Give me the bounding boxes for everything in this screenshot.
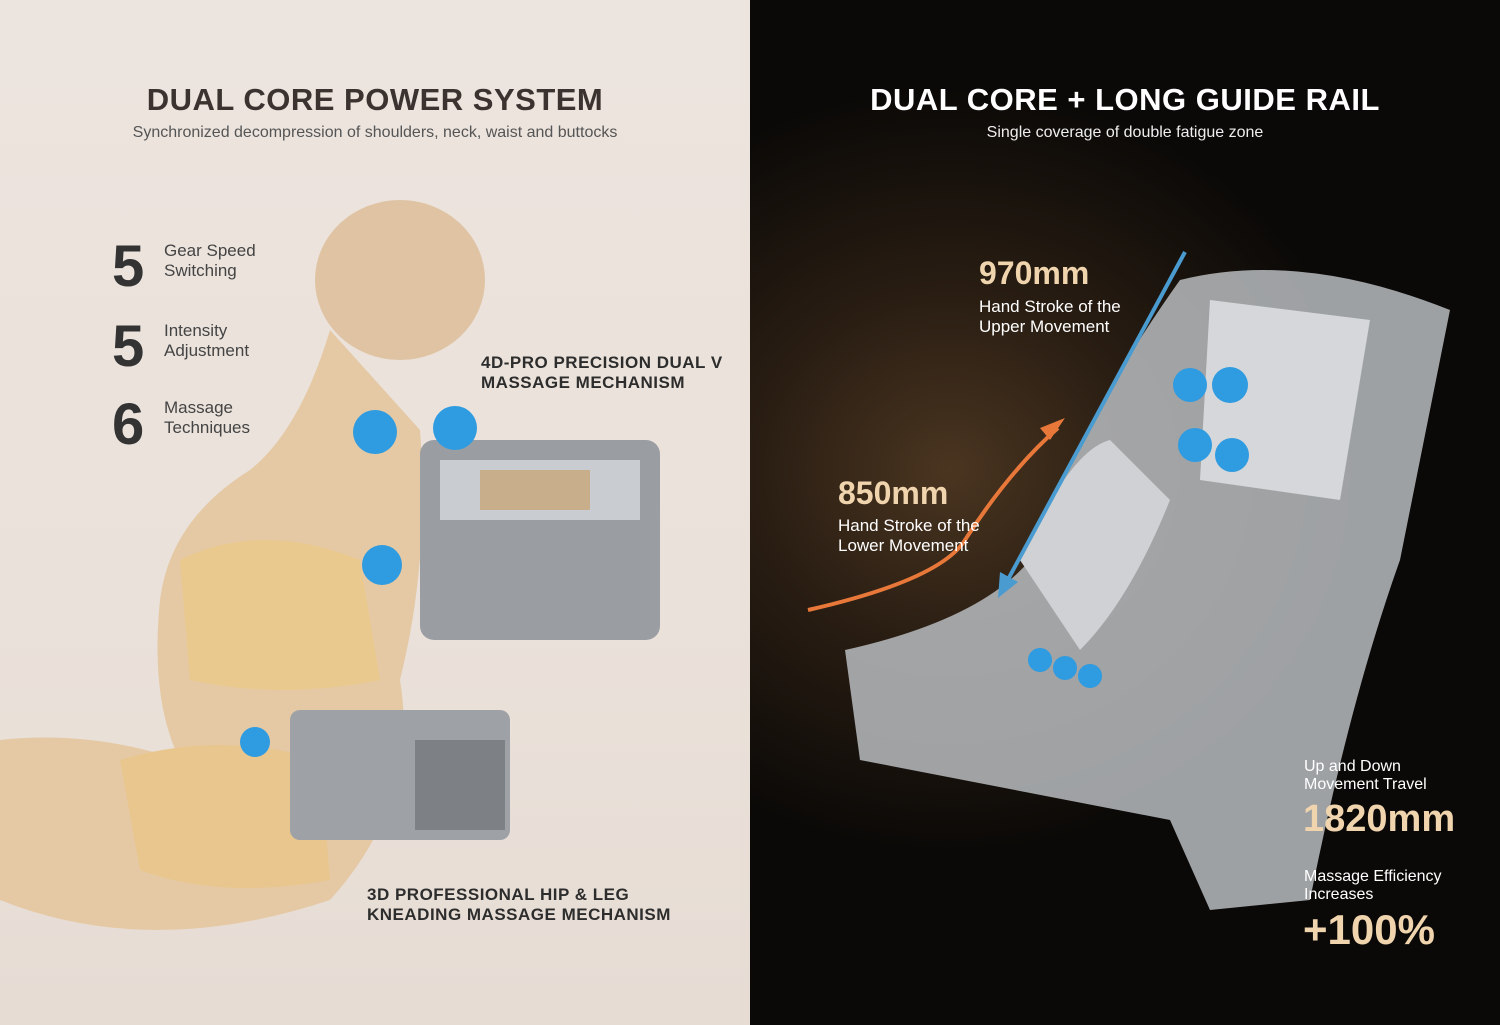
- roller-icon: [1215, 438, 1249, 472]
- lower-stroke-label: Hand Stroke of the Lower Movement: [838, 516, 980, 555]
- spec-label: Massage Techniques: [164, 398, 251, 437]
- spec-number: 5: [112, 314, 145, 379]
- upper-stroke-arrow: [998, 251, 1187, 598]
- roller-icon: [362, 545, 402, 585]
- roller-icon: [1212, 367, 1248, 403]
- chair-frame-illustration: [807, 251, 1450, 910]
- left-panel: DUAL CORE POWER SYSTEM Synchronized deco…: [0, 0, 750, 1025]
- roller-icon: [240, 727, 270, 757]
- roller-icon: [353, 410, 397, 454]
- upper-stroke-label: Hand Stroke of the Upper Movement: [979, 297, 1121, 336]
- efficiency-value: +100%: [1303, 906, 1435, 953]
- right-panel: DUAL CORE + LONG GUIDE RAIL Single cover…: [750, 0, 1500, 1025]
- roller-icon: [1178, 428, 1212, 462]
- roller-icon: [433, 406, 477, 450]
- efficiency-label: Massage Efficiency Increases: [1304, 868, 1442, 903]
- spec-label: Gear Speed Switching: [164, 241, 256, 280]
- spec-number: 5: [112, 234, 145, 299]
- roller-icon: [1173, 368, 1207, 402]
- subtitle: Synchronized decompression of shoulders,…: [132, 124, 618, 141]
- page-title: DUAL CORE POWER SYSTEM: [146, 82, 604, 117]
- page-title: DUAL CORE + LONG GUIDE RAIL: [870, 82, 1380, 117]
- travel-label: Up and Down Movement Travel: [1304, 758, 1427, 793]
- spec-number: 6: [112, 392, 145, 457]
- lower-stroke-value: 850mm: [838, 475, 949, 511]
- travel-value: 1820mm: [1303, 798, 1456, 840]
- upper-stroke-value: 970mm: [979, 255, 1090, 291]
- lower-mechanism-illustration: [290, 710, 510, 840]
- lower-stroke-arrow: [807, 418, 1065, 612]
- subtitle: Single coverage of double fatigue zone: [986, 124, 1264, 141]
- upper-mechanism-illustration: [420, 440, 660, 640]
- spec-label: Intensity Adjustment: [164, 321, 250, 360]
- massage-figure-illustration: [0, 200, 660, 930]
- lower-mechanism-label: 3D PROFESSIONAL HIP & LEG KNEADING MASSA…: [367, 885, 671, 924]
- upper-mechanism-label: 4D-PRO PRECISION DUAL V MASSAGE MECHANIS…: [481, 353, 723, 392]
